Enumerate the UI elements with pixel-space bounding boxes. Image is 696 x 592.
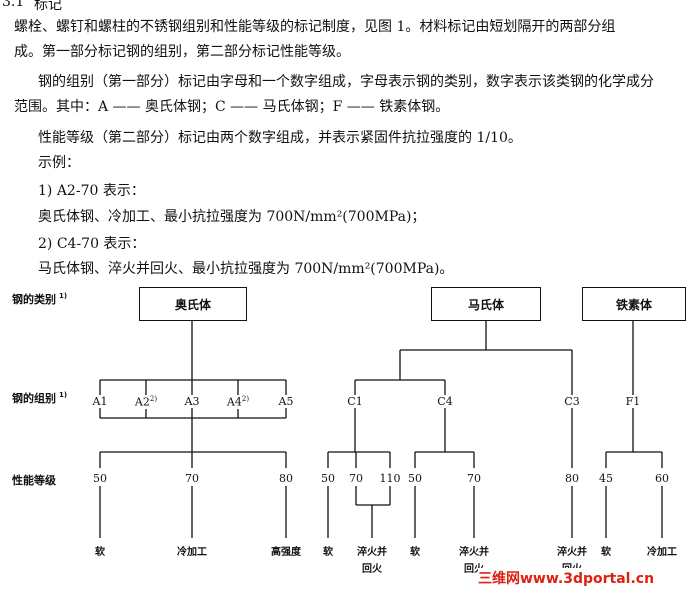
paragraph-line: 示例： [38,155,80,171]
condition-label: 淬火并 [557,547,587,558]
grade-label: A5 [274,395,298,408]
property-value: 50 [93,472,107,485]
property-value: 50 [408,472,422,485]
paragraph-line: 螺栓、螺钉和螺柱的不锈钢组别和性能等级的标记制度，见图 1。材料标记由短划隔开的… [14,19,616,35]
condition-label: 冷加工 [177,547,207,558]
grade-label: C4 [433,395,457,408]
section-title: 标记 [34,0,62,13]
property-value: 70 [467,472,481,485]
class-box-ferritic: 铁素体 [582,287,686,321]
condition-label: 软 [601,547,611,558]
example-text: 马氏体钢、淬火并回火、最小抗拉强度为 700N/mm²(700MPa)。 [38,261,454,277]
grade-label: A3 [180,395,204,408]
grade-label: C3 [560,395,584,408]
grade-label: A1 [88,395,112,408]
condition-label: 软 [410,547,420,558]
paragraph-line: 成。第一部分标记钢的组别，第二部分标记性能等级。 [14,44,350,60]
grade-label: F1 [621,395,645,408]
property-value: 50 [321,472,335,485]
site-watermark: 三维网www.3dportal.cn [478,568,696,588]
condition-label: 回火 [362,564,382,575]
property-value: 70 [349,472,363,485]
row-label-property-class: 性能等级 [12,474,56,487]
condition-label: 冷加工 [647,547,677,558]
class-box-austenitic: 奥氏体 [139,287,247,321]
paragraph-line: 性能等级（第二部分）标记由两个数字组成，并表示紧固件抗拉强度的 1/10。 [38,130,522,146]
condition-label: 软 [95,547,105,558]
property-value: 80 [279,472,293,485]
condition-label: 高强度 [271,547,301,558]
condition-label: 软 [323,547,333,558]
property-value: 70 [185,472,199,485]
condition-label: 回火 [464,564,484,575]
property-value: 45 [599,472,613,485]
condition-label: 淬火并 [357,547,387,558]
grade-label: A42) [226,395,250,409]
paragraph-line: 钢的组别（第一部分）标记由字母和一个数字组成，字母表示钢的类别，数字表示该类钢的… [38,74,654,90]
condition-label: 淬火并 [459,547,489,558]
property-value: 60 [655,472,669,485]
example-label: 1) A2-70 表示： [38,183,145,199]
class-box-martensitic: 马氏体 [431,287,541,321]
grade-label: C1 [343,395,367,408]
section-number: 3.1 [2,0,25,10]
paragraph-line: 范围。其中：A —— 奥氏体钢；C —— 马氏体钢；F —— 铁素体钢。 [14,99,450,115]
example-text: 奥氏体钢、冷加工、最小抗拉强度为 700N/mm²(700MPa)； [38,209,426,225]
example-label: 2) C4-70 表示： [38,236,146,252]
grade-label: A22) [134,395,158,409]
property-value: 110 [379,472,401,485]
property-value: 80 [565,472,579,485]
